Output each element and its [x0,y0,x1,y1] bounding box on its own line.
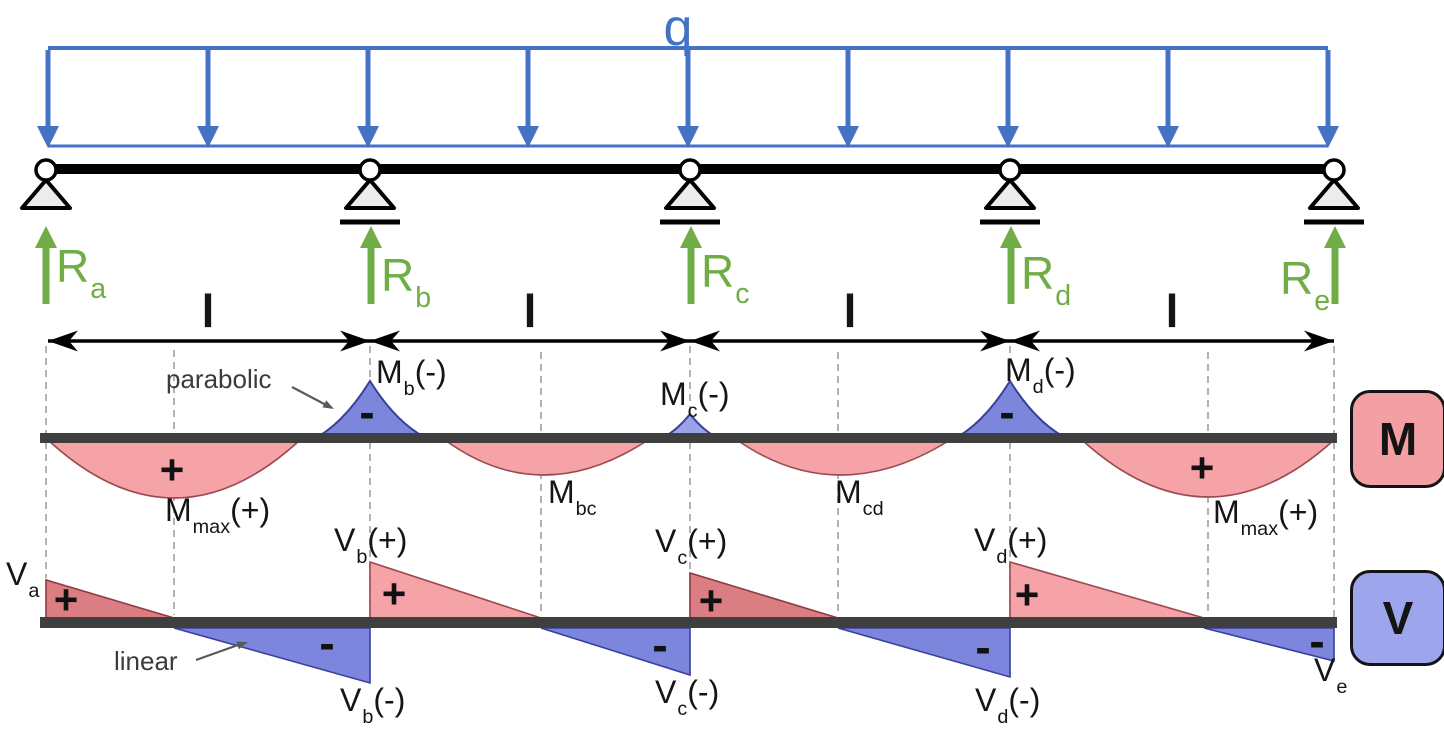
shear-plus-sign-de: + [1014,571,1040,618]
shear-minus-sign-ab: - [319,617,335,669]
load-arrow [997,50,1019,148]
moment-plus-sign-ab: + [159,446,185,493]
span-length-label-1: l [201,285,215,337]
leader-arrows [195,386,334,662]
reaction-label-c: Rc [701,245,750,311]
load-arrow [517,50,539,148]
reaction-label-d: Rd [1021,247,1072,313]
reaction-arrow-a [35,226,57,304]
moment-axis [40,433,1337,443]
reaction-arrow-c [680,226,702,304]
parabolic-leader-line [291,386,329,407]
moment-label-mmax-right: Mmax(+) [1213,494,1319,540]
span-length-label-4: l [1165,285,1179,337]
moment-label-mmax-left: Mmax(+) [165,492,271,538]
load-arrow [837,50,859,148]
shear-label-vc-neg: Vc(-) [655,674,720,720]
load-arrow [197,50,219,148]
shear-plus-sign-bc: + [381,570,407,617]
shear-label-vd-pos: Vd(+) [974,522,1048,568]
moment-label-md: Md(-) [1005,352,1076,398]
moment-label-mb: Mb(-) [376,354,447,400]
span-length-label-2: l [523,285,537,337]
load-arrow [357,50,379,148]
shear-diagram-shapes [40,560,1337,685]
dimension-line [48,330,1334,352]
moment-minus-sign-b: - [359,386,375,438]
linear-note: linear [114,646,178,676]
shear-label-vb-pos: Vb(+) [334,522,408,568]
distributed-load [37,46,1339,148]
moment-minus-sign-d: - [999,386,1015,438]
moment-positive-span-cd [734,439,953,476]
load-arrow [1317,50,1339,148]
shear-label-ve: Ve [1314,652,1348,698]
moment-positive-span-bc [442,439,651,476]
moment-plus-sign-de: + [1189,444,1215,491]
shear-label-va: Va [6,556,40,602]
moment-diagram-shapes [40,379,1337,499]
moment-label-mbc: Mbc [548,474,597,520]
moment-badge: M [1350,390,1444,488]
reaction-arrow-b [360,226,382,304]
moment-label-mcd: Mcd [835,474,884,520]
shear-plus-sign-ab: + [53,576,79,623]
shear-minus-sign-de: - [1309,615,1325,667]
moment-positive-span-ab [45,439,303,499]
moment-positive-span-de [1079,439,1337,498]
load-arrow [1157,50,1179,148]
shear-axis [40,617,1337,628]
shear-plus-sign-cd: + [698,577,724,624]
linear-leader-arrowhead [236,641,248,650]
shear-label-vc-pos: Vc(+) [655,523,728,569]
moment-label-mc: Mc(-) [660,376,730,422]
load-label: q [664,2,693,54]
span-length-label-3: l [843,285,857,337]
shear-badge: V [1350,570,1444,666]
shear-negative-span-ab [173,627,371,685]
parabolic-note: parabolic [166,364,272,394]
shear-label-vd-neg: Vd(-) [975,682,1041,728]
parabolic-leader-arrowhead [322,400,334,409]
reaction-label-b: Rb [381,249,432,315]
load-arrow [677,50,699,148]
reaction-arrows [35,226,1346,304]
load-arrow [37,50,59,148]
reaction-label-e: Re [1280,252,1331,318]
reaction-label-a: Ra [56,240,107,306]
label-base: q [663,0,693,57]
shear-minus-sign-cd: - [975,621,991,673]
shear-minus-sign-bc: - [652,619,668,671]
linear-leader-line [195,643,239,662]
reaction-arrow-d [1000,226,1022,304]
shear-label-vb-neg: Vb(-) [340,682,406,728]
